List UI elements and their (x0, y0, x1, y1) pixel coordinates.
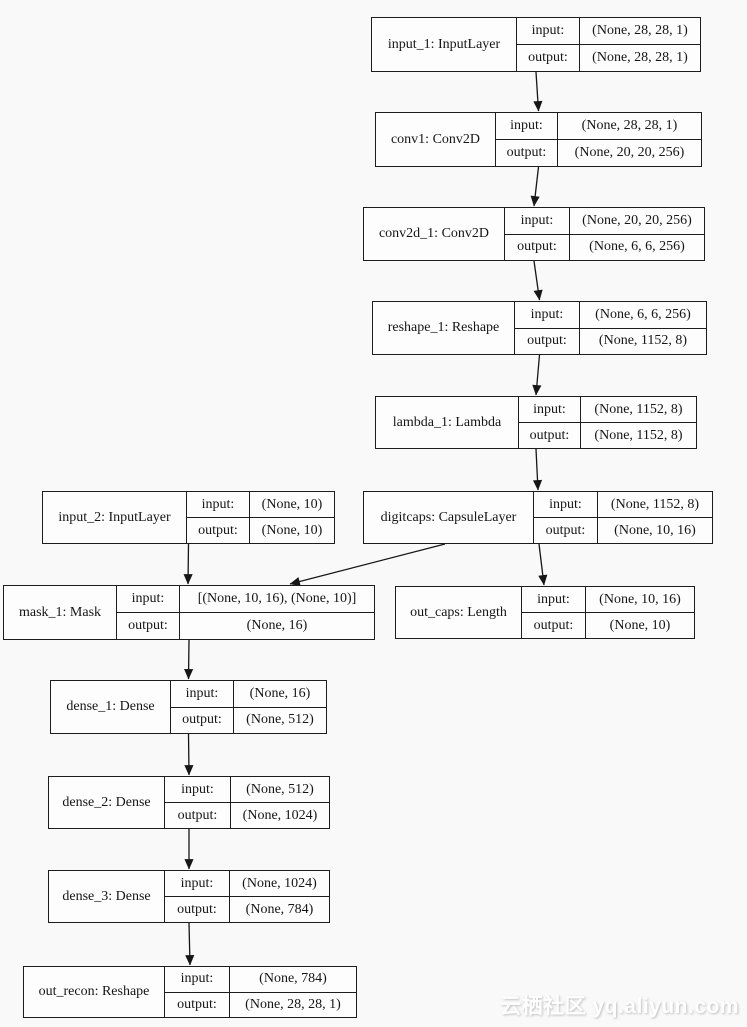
edge-dense_3-to-out_recon (185, 922, 195, 966)
output-field-label: output: (165, 992, 229, 1017)
layer-name-label: mask_1: Mask (4, 586, 116, 639)
input-shape-value: (None, 1152, 8) (598, 492, 712, 517)
input-field-label: input: (517, 18, 579, 44)
output-field-label: output: (534, 518, 597, 543)
output-shape-value: (None, 512) (234, 707, 326, 733)
input-shape-value: (None, 28, 28, 1) (580, 18, 700, 44)
input-shape-value: (None, 1024) (230, 871, 329, 896)
output-shape-value: (None, 10, 16) (598, 518, 712, 543)
layer-name-label: lambda_1: Lambda (376, 397, 518, 448)
input-shape-value: (None, 10, 16) (586, 587, 694, 612)
watermark: 云栖社区 yq.aliyun.com (500, 995, 739, 1018)
input-field-label: input: (171, 681, 233, 707)
output-field-label: output: (165, 897, 229, 922)
input-shape-value: (None, 1152, 8) (581, 397, 696, 422)
output-field-label: output: (117, 613, 179, 639)
output-field-label: output: (515, 328, 579, 354)
layer-name-label: input_1: InputLayer (372, 18, 516, 71)
input-shape-value: (None, 28, 28, 1) (558, 113, 701, 139)
output-field-label: output: (165, 803, 230, 828)
layer-name-label: reshape_1: Reshape (373, 302, 514, 354)
layer-name-label: conv1: Conv2D (376, 113, 495, 166)
layer-name-label: out_recon: Reshape (24, 967, 164, 1017)
edge-conv2d_1-to-reshape_1 (533, 260, 543, 301)
output-field-label: output: (517, 45, 579, 71)
output-field-label: output: (496, 140, 557, 166)
output-shape-value: (None, 28, 28, 1) (230, 992, 356, 1017)
input-field-label: input: (505, 208, 569, 234)
output-shape-value: (None, 10) (250, 518, 334, 543)
edge-input_2-to-mask_1 (183, 543, 193, 585)
input-shape-value: (None, 512) (231, 777, 329, 802)
input-shape-value: (None, 16) (234, 681, 326, 707)
output-shape-value: (None, 1152, 8) (580, 328, 706, 354)
output-field-label: output: (522, 613, 585, 638)
input-shape-value: (None, 20, 20, 256) (570, 208, 704, 234)
input-shape-value: (None, 10) (250, 492, 334, 517)
edge-mask_1-to-dense_1 (184, 639, 194, 680)
layer-name-label: input_2: InputLayer (43, 492, 186, 543)
layer-name-label: out_caps: Length (396, 587, 521, 638)
input-shape-value: (None, 6, 6, 256) (580, 302, 706, 328)
output-field-label: output: (505, 234, 569, 260)
output-field-label: output: (187, 518, 249, 543)
output-shape-value: (None, 1024) (231, 803, 329, 828)
edge-lambda_1-to-digitcaps (532, 448, 543, 491)
output-field-label: output: (171, 707, 233, 733)
output-shape-value: (None, 16) (180, 613, 374, 639)
layer-name-label: dense_3: Dense (49, 871, 164, 922)
input-shape-value: [(None, 10, 16), (None, 10)] (180, 586, 374, 612)
input-field-label: input: (117, 586, 179, 612)
input-field-label: input: (534, 492, 597, 517)
input-field-label: input: (165, 967, 229, 992)
input-field-label: input: (519, 397, 580, 422)
input-field-label: input: (515, 302, 579, 328)
output-shape-value: (None, 20, 20, 256) (558, 140, 701, 166)
input-field-label: input: (496, 113, 557, 139)
input-field-label: input: (187, 492, 249, 517)
edge-digitcaps-to-mask_1 (289, 543, 446, 586)
output-shape-value: (None, 784) (230, 897, 329, 922)
input-field-label: input: (165, 777, 230, 802)
input-shape-value: (None, 784) (230, 967, 356, 992)
layer-name-label: conv2d_1: Conv2D (364, 208, 504, 260)
output-shape-value: (None, 10) (586, 613, 694, 638)
edge-input_1-to-conv1 (533, 71, 543, 112)
edge-digitcaps-to-out_caps (538, 543, 548, 586)
output-shape-value: (None, 1152, 8) (581, 423, 696, 448)
edge-conv1-to-conv2d_1 (530, 166, 540, 207)
layer-name-label: dense_1: Dense (51, 681, 170, 733)
input-field-label: input: (165, 871, 229, 896)
output-shape-value: (None, 6, 6, 256) (570, 234, 704, 260)
layer-name-label: digitcaps: CapsuleLayer (364, 492, 533, 543)
output-shape-value: (None, 28, 28, 1) (580, 45, 700, 71)
layer-name-label: dense_2: Dense (49, 777, 164, 828)
edge-dense_1-to-dense_2 (184, 733, 194, 776)
output-field-label: output: (519, 423, 580, 448)
input-field-label: input: (522, 587, 585, 612)
edge-reshape_1-to-lambda_1 (532, 354, 542, 396)
